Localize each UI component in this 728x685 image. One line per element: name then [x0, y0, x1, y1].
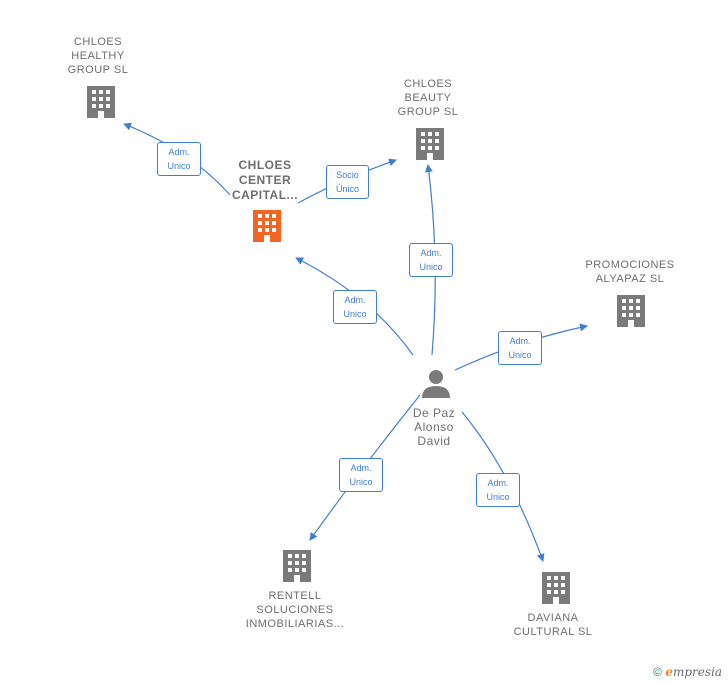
building-icon [542, 572, 570, 604]
building-icon [617, 295, 645, 327]
footer-brand: © empresia [653, 665, 722, 679]
building-icon [283, 550, 311, 582]
company-label-promociones[interactable]: PROMOCIONES ALYAPAZ SL [585, 259, 675, 285]
edge-badge-person-rentell: Adm. Unico [339, 458, 383, 492]
building-icon [416, 128, 444, 160]
company-label-rentell[interactable]: RENTELL SOLUCIONES INMOBILIARIAS... [245, 590, 345, 630]
edge-badge-person-promociones: Adm. Unico [498, 331, 542, 365]
brand-logo: empresia [665, 665, 722, 679]
edge-badge-person-beauty: Adm. Unico [409, 243, 453, 277]
person-icon [422, 370, 450, 398]
company-label-chloes-beauty[interactable]: CHLOES BEAUTY GROUP SL [397, 78, 459, 118]
person-label[interactable]: De Paz Alonso David [412, 406, 456, 448]
edge-badge-person-center: Adm. Unico [333, 290, 377, 324]
edge-badge-center-beauty: Socio Único [326, 165, 369, 199]
company-label-chloes-healthy[interactable]: CHLOES HEALTHY GROUP SL [67, 36, 129, 76]
company-label-chloes-center[interactable]: CHLOES CENTER CAPITAL... [231, 158, 299, 202]
edge-badge-center-healthy: Adm. Unico [157, 142, 201, 176]
building-icon [87, 86, 115, 118]
building-icon-focus [253, 210, 281, 242]
copyright-symbol: © [653, 665, 662, 679]
edge-badge-person-daviana: Adm. Unico [476, 473, 520, 507]
company-label-daviana[interactable]: DAVIANA CULTURAL SL [513, 612, 593, 638]
